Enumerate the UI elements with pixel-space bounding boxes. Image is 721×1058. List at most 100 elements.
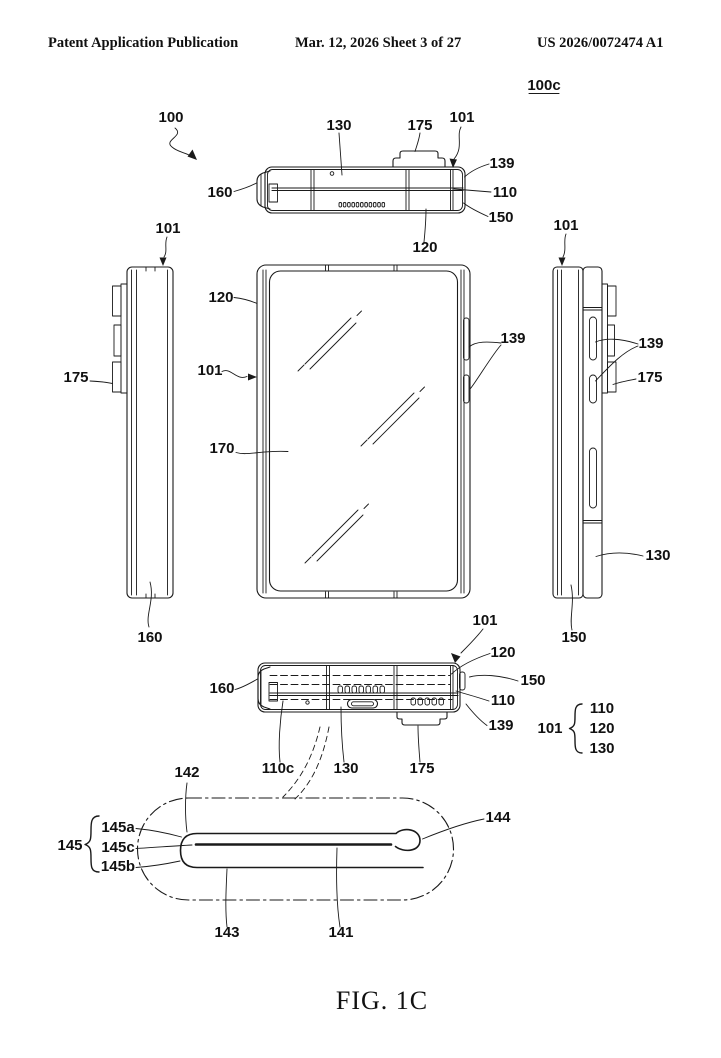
arrowhead-101-left xyxy=(159,257,167,266)
left-camera-step-2 xyxy=(113,324,122,357)
front-view-outer-housing xyxy=(256,264,471,599)
ref-150-bottom: 150 xyxy=(520,672,545,689)
leader-160-left xyxy=(147,581,152,628)
leader-142 xyxy=(185,782,188,833)
leader-139-front-b xyxy=(470,344,502,389)
ref-145b: 145b xyxy=(101,858,135,875)
leader-101-left xyxy=(163,236,168,258)
right-camera-step-2 xyxy=(607,324,615,357)
right-view-housing-splits xyxy=(582,307,603,524)
leader-170-front xyxy=(235,450,289,455)
leader-139-top xyxy=(464,163,490,178)
detail-145-brace xyxy=(84,815,100,873)
arrowhead-101-right xyxy=(558,257,566,266)
leader-145a xyxy=(135,828,182,838)
ref-150-right: 150 xyxy=(561,629,586,646)
right-camera-plate xyxy=(601,283,608,394)
ref-120-front: 120 xyxy=(208,289,233,306)
left-camera-step-3 xyxy=(112,361,122,393)
hinge-detail-view: 142 144 145 145a 145c 145b 143 141 xyxy=(57,764,511,941)
ref-143: 143 xyxy=(214,924,239,941)
ref-100: 100 xyxy=(158,109,183,126)
figure-caption: FIG. 1C xyxy=(336,986,428,1015)
usb-port-inner xyxy=(351,701,374,707)
ref-101-front: 101 xyxy=(197,362,222,379)
sheet-header: Patent Application Publication Mar. 12, … xyxy=(48,35,664,95)
sim-tray-side xyxy=(589,447,597,509)
ref-160-bottom: 160 xyxy=(209,680,234,697)
header-date-sheet: Mar. 12, 2026 Sheet 3 of 27 xyxy=(295,35,461,51)
bottom-view-seam xyxy=(269,692,459,697)
leader-141 xyxy=(336,847,341,928)
power-button-side xyxy=(589,374,597,404)
leader-175-right xyxy=(612,378,637,385)
display-reflection-marks xyxy=(297,310,425,564)
ref-145c: 145c xyxy=(101,839,134,856)
leader-120-front xyxy=(233,297,258,304)
microphone-hole xyxy=(329,171,335,176)
leader-175-bottom xyxy=(417,725,421,763)
ref-145a: 145a xyxy=(101,819,135,836)
header-patent-number: US 2026/0072474 A1 xyxy=(537,35,664,51)
bottom-speaker-grille-1 xyxy=(337,685,385,694)
bottom-hinge-detail xyxy=(260,670,278,706)
arrowhead-101-bottom xyxy=(451,653,461,663)
top-hinge-cap xyxy=(256,170,271,210)
leader-101-front xyxy=(221,370,248,378)
ref-160-top: 160 xyxy=(207,184,232,201)
leader-139-front-a xyxy=(468,341,502,348)
leader-101-right xyxy=(562,233,567,258)
leader-145b xyxy=(135,860,181,868)
projection-line-b xyxy=(294,726,330,800)
leader-160-bottom xyxy=(234,678,258,690)
ref-175-right: 175 xyxy=(637,369,662,386)
right-view-rear-housing xyxy=(582,266,603,599)
leader-120-bottom xyxy=(451,653,491,675)
bottom-microphone-hole xyxy=(305,700,310,705)
leader-175-left xyxy=(89,380,113,384)
volume-button-front xyxy=(463,317,470,361)
left-side-view: 101 175 160 xyxy=(63,220,180,646)
ref-130-bottom2: 130 xyxy=(333,760,358,777)
leader-100-squiggle xyxy=(169,127,190,156)
front-view-display xyxy=(268,270,459,592)
leader-110-top xyxy=(453,188,492,193)
part-group-legend: 101 110 120 130 xyxy=(537,700,614,757)
legend-brace xyxy=(568,703,583,754)
right-camera-step-1 xyxy=(607,285,617,317)
leader-139-right-b xyxy=(595,345,639,382)
volume-button-side xyxy=(589,316,597,361)
bottom-camera-bump xyxy=(396,711,448,726)
ref-130-top: 130 xyxy=(326,117,351,134)
ref-170-front: 170 xyxy=(209,440,234,457)
ref-110-bottom: 110 xyxy=(491,692,515,709)
leader-150-right xyxy=(570,584,573,631)
figure-reference-100c: 100c xyxy=(527,77,560,94)
arrowhead-101-top xyxy=(449,158,457,168)
leader-110-bottom xyxy=(455,690,490,702)
ref-175-bottom: 175 xyxy=(409,760,434,777)
ref-139-top: 139 xyxy=(489,155,514,172)
leader-150-bottom xyxy=(469,674,519,682)
ref-175-left: 175 xyxy=(63,369,88,386)
ref-145: 145 xyxy=(57,837,82,854)
bottom-edge-view: 101 120 150 110 139 160 110c 130 175 xyxy=(209,612,546,800)
usb-port-outer xyxy=(346,698,379,709)
legend-ref-101: 101 xyxy=(537,720,562,737)
front-view: 120 101 170 139 xyxy=(197,264,526,599)
bottom-view-dividers xyxy=(326,665,454,710)
detail-display-band xyxy=(179,828,424,869)
right-view-layer-lines xyxy=(557,269,579,596)
ref-110-top: 110 xyxy=(493,184,517,201)
leader-110c-bottom xyxy=(278,700,284,763)
ref-139-bottom: 139 xyxy=(488,717,513,734)
left-view-layer-lines xyxy=(131,269,168,596)
ref-130-right: 130 xyxy=(645,547,670,564)
ref-160-left: 160 xyxy=(137,629,162,646)
top-view-seam xyxy=(271,187,464,192)
legend-ref-110: 110 xyxy=(590,700,614,717)
leader-130-top xyxy=(338,132,343,176)
leader-150-top xyxy=(463,202,489,217)
